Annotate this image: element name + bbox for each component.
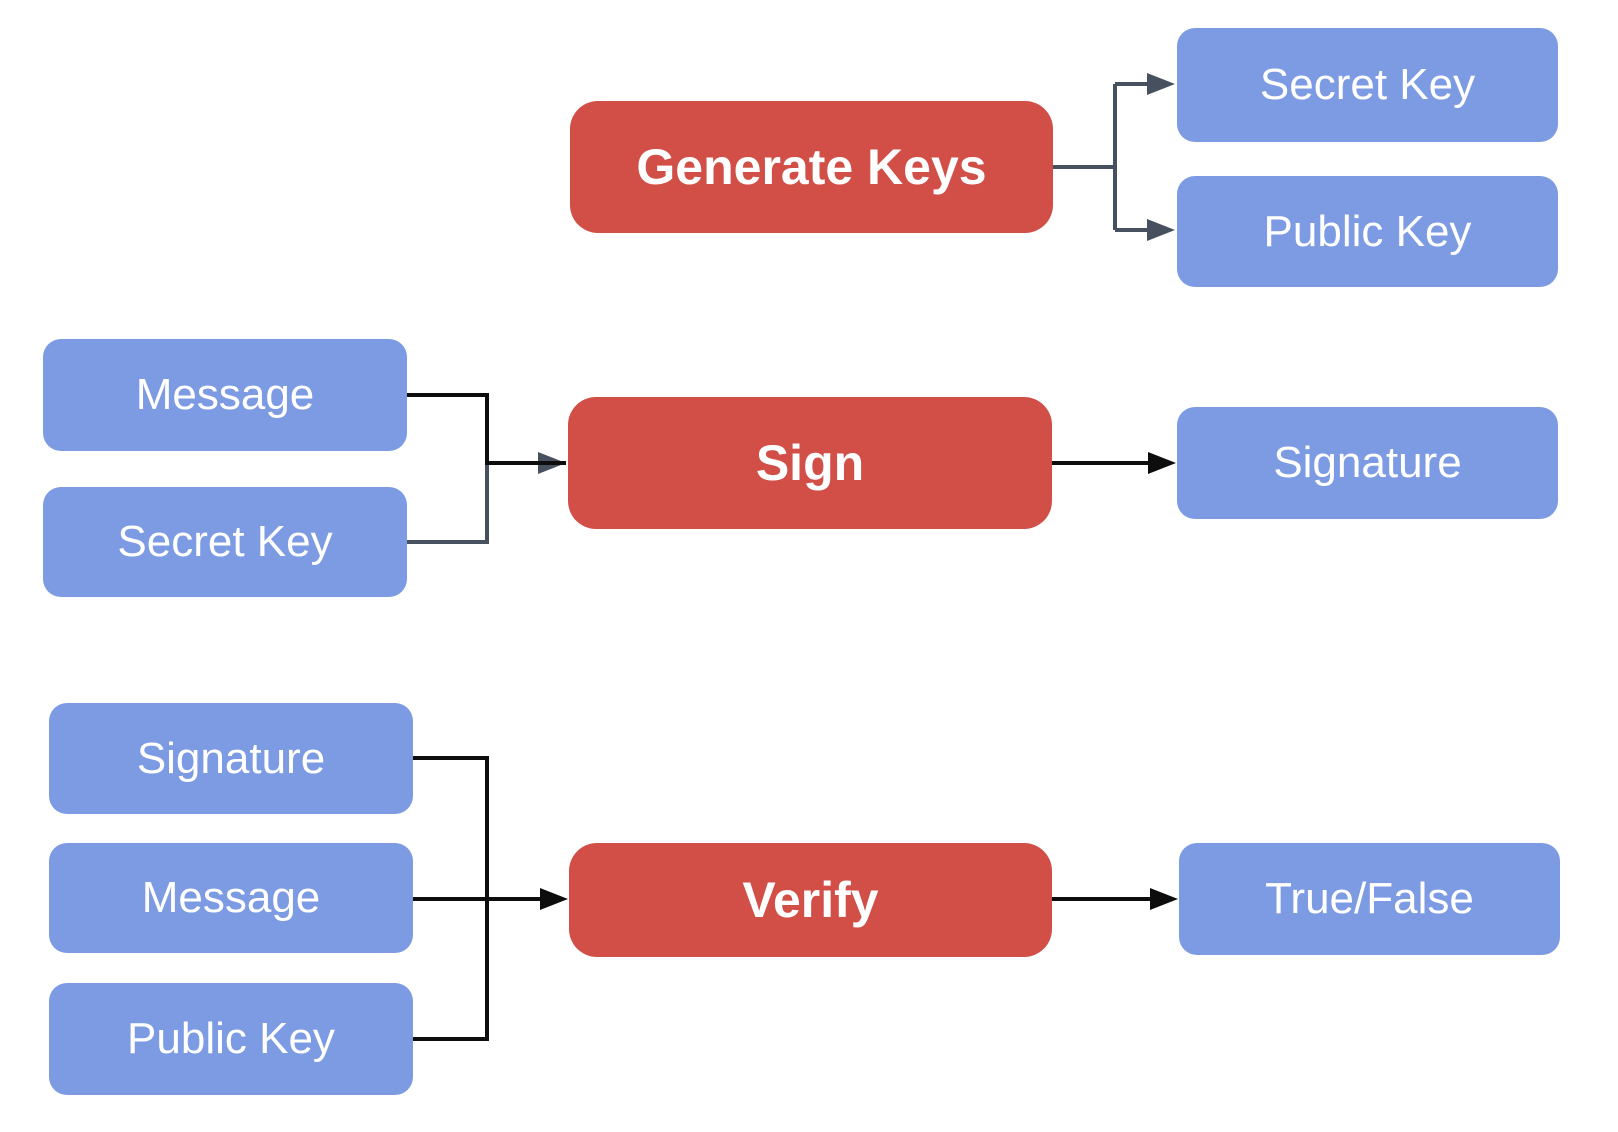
node-signature-output: Signature xyxy=(1177,407,1558,519)
arrowhead-signature-icon xyxy=(1148,452,1176,474)
node-verify: Verify xyxy=(569,843,1052,957)
node-public-key-output: Public Key xyxy=(1177,176,1558,287)
arrowhead-public-key-icon xyxy=(1147,219,1175,241)
connector-message-to-sign xyxy=(407,393,566,465)
node-secret-key-output: Secret Key xyxy=(1177,28,1558,142)
arrowhead-secret-key-icon xyxy=(1147,73,1175,95)
node-message-sign-input: Message xyxy=(43,339,407,451)
node-public-key-verify-input: Public Key xyxy=(49,983,413,1095)
node-signature-verify-input: Signature xyxy=(49,703,413,814)
node-sign: Sign xyxy=(568,397,1052,529)
node-true-false: True/False xyxy=(1179,843,1560,955)
node-message-verify-input: Message xyxy=(49,843,413,953)
arrowhead-verify-input-icon xyxy=(540,888,568,910)
node-generate-keys: Generate Keys xyxy=(570,101,1053,233)
node-secret-key-sign-input: Secret Key xyxy=(43,487,407,597)
connector-secret-key-to-sign xyxy=(407,461,540,544)
arrowhead-truefalse-icon xyxy=(1150,888,1178,910)
